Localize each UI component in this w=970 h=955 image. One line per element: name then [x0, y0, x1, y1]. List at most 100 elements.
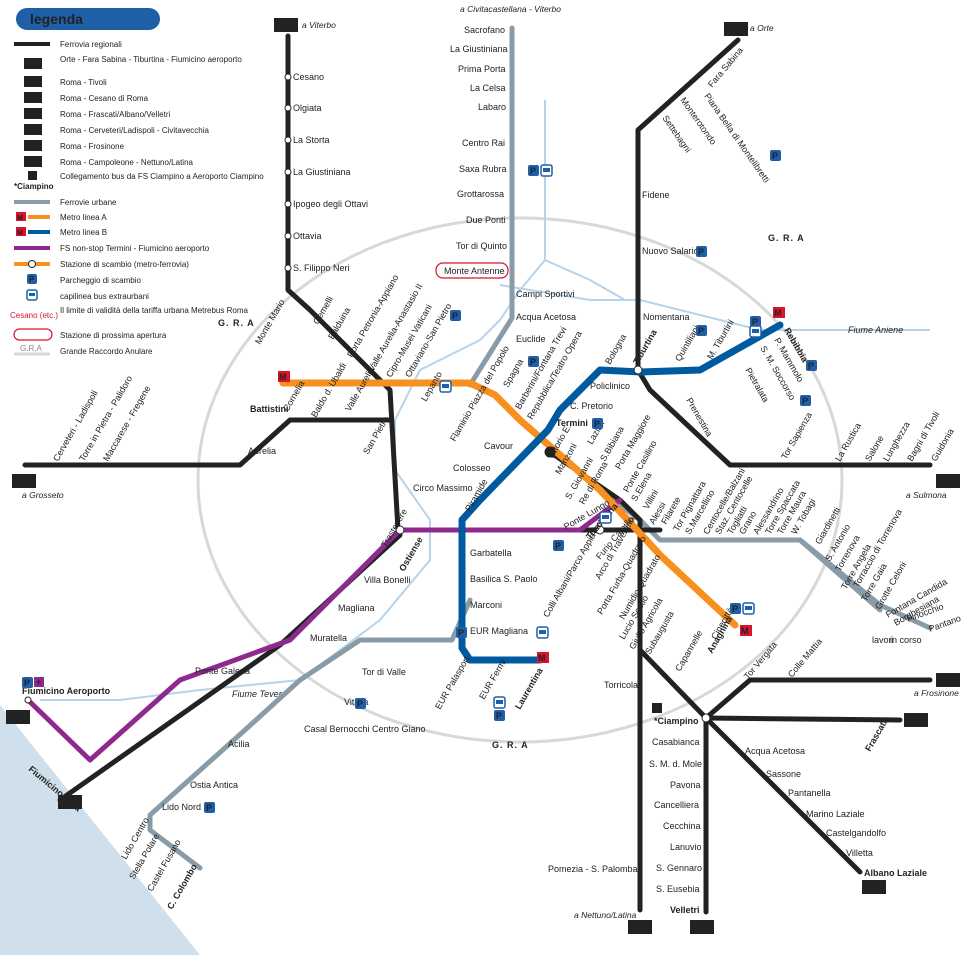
label-policlinico[interactable]: Policlinico — [590, 381, 630, 391]
parking-icon[interactable]: P — [730, 603, 741, 614]
label-villetta[interactable]: Villetta — [846, 848, 873, 858]
label-laurentina[interactable]: Laurentina — [513, 665, 545, 711]
label-pomezia[interactable]: Pomezia - S. Palomba — [548, 864, 638, 874]
badge-fr4-albano[interactable]: FR4 — [862, 880, 886, 894]
label-pontegaleria[interactable]: Ponte Galeria — [195, 666, 250, 676]
badge-fr2[interactable]: FR2 — [936, 474, 960, 488]
label-circomassimo[interactable]: Circo Massimo — [413, 483, 473, 493]
label-eurfermi[interactable]: EUR Fermi — [477, 657, 508, 701]
label-ostiense[interactable]: Ostiense — [397, 535, 425, 573]
label-lanuvio[interactable]: Lanuvio — [670, 842, 702, 852]
label-bologna[interactable]: Bologna — [603, 332, 628, 366]
parking-icon[interactable]: P — [204, 802, 215, 813]
label-settebagni[interactable]: Settebagni — [660, 113, 693, 154]
dot-sfilippo[interactable] — [284, 264, 292, 272]
label-torquinto[interactable]: Tor di Quinto — [456, 241, 507, 251]
parking-icon[interactable]: P — [696, 325, 707, 336]
parking-icon[interactable]: P — [528, 165, 539, 176]
badge-fr3-north[interactable]: FR3 — [274, 18, 298, 32]
parking-icon[interactable]: P — [806, 360, 817, 371]
label-castelgandolfo[interactable]: Castelgandolfo — [826, 828, 886, 838]
bus-terminal-icon[interactable] — [536, 626, 549, 639]
badge-fr7[interactable]: FR7 — [628, 920, 652, 934]
metro-a-icon[interactable]: M — [740, 625, 752, 636]
parking-icon[interactable]: P — [494, 710, 505, 721]
label-garbatella[interactable]: Garbatella — [470, 548, 512, 558]
badge-fr1-fiumicino-citta[interactable]: FR1 — [58, 795, 82, 809]
label-aurelia[interactable]: Aurelia — [248, 446, 276, 456]
metro-b-icon[interactable]: M — [773, 307, 785, 318]
label-flaminio[interactable]: Flaminio Piazza del Popolo — [448, 344, 511, 443]
dot-ipogeo[interactable] — [284, 200, 292, 208]
dot-fiumicino-aeroporto[interactable] — [24, 696, 32, 704]
dot-lagiustiniana[interactable] — [284, 168, 292, 176]
dot-termini[interactable] — [544, 446, 556, 458]
label-pietralata[interactable]: Pietralata — [743, 366, 771, 404]
label-basilica[interactable]: Basilica S. Paolo — [470, 574, 538, 584]
label-torricola[interactable]: Torricola — [604, 680, 638, 690]
label-villabonelli[interactable]: Villa Bonelli — [364, 575, 410, 585]
label-prenestina[interactable]: Prenestina — [684, 396, 714, 438]
label-acilia[interactable]: Acilia — [228, 739, 250, 749]
parking-icon[interactable]: P — [800, 395, 811, 406]
metro-a-icon[interactable]: M — [278, 371, 290, 382]
label-muratella[interactable]: Muratella — [310, 633, 347, 643]
parking-icon[interactable]: P — [355, 698, 366, 709]
dot-ottavia[interactable] — [284, 232, 292, 240]
badge-fr4-frascati[interactable]: FR4 — [904, 713, 928, 727]
label-ostiaantica[interactable]: Ostia Antica — [190, 780, 238, 790]
label-velletri[interactable]: Velletri — [670, 905, 700, 915]
dot-ostiense[interactable] — [395, 525, 405, 535]
label-fiumicinoaeroporto[interactable]: Fiumicino Aeroporto — [22, 686, 111, 696]
label-lagiustiniana-fl[interactable]: La Giustiniana — [450, 44, 508, 54]
label-pantano[interactable]: Pantano — [927, 613, 962, 634]
label-smdmole[interactable]: S. M. d. Mole — [649, 759, 702, 769]
parking-icon[interactable]: P — [592, 418, 603, 429]
label-sgennaro[interactable]: S. Gennaro — [656, 863, 702, 873]
badge-fr5[interactable]: FR5 — [12, 474, 36, 488]
label-centrorai[interactable]: Centro Rai — [462, 138, 505, 148]
fiumicino-bus-icon[interactable]: + — [34, 677, 44, 687]
label-acquaacetosa-fr4[interactable]: Acqua Acetosa — [745, 746, 805, 756]
label-magliana[interactable]: Magliana — [338, 603, 375, 613]
label-labaro[interactable]: Labaro — [478, 102, 506, 112]
bus-terminal-icon[interactable] — [540, 164, 553, 177]
parking-icon[interactable]: P — [22, 677, 33, 688]
label-olgiata[interactable]: Olgiata — [293, 103, 322, 113]
label-pantanella[interactable]: Pantanella — [788, 788, 831, 798]
dot-tuscolana[interactable] — [595, 525, 605, 535]
label-cecchina[interactable]: Cecchina — [663, 821, 701, 831]
bus-terminal-icon[interactable] — [599, 511, 612, 524]
label-collemattia[interactable]: Colle Mattia — [786, 636, 824, 679]
label-spagna[interactable]: Spagna — [501, 357, 525, 389]
label-montemario[interactable]: Monte Mario — [253, 298, 287, 346]
dot-tiburtina[interactable] — [633, 365, 643, 375]
dot-lastorta[interactable] — [284, 136, 292, 144]
label-monteantenne[interactable]: Monte Antenne — [444, 266, 505, 276]
dot-ciampino[interactable] — [701, 713, 711, 723]
label-eurpalasport[interactable]: EUR Palasport — [433, 654, 472, 711]
label-grottarossa[interactable]: Grottarossa — [457, 189, 504, 199]
parking-icon[interactable]: P — [450, 310, 461, 321]
label-eurmagliana[interactable]: EUR Magliana — [470, 626, 528, 636]
parking-icon[interactable]: P — [770, 150, 781, 161]
parking-icon[interactable]: P — [456, 627, 467, 638]
label-primaporta[interactable]: Prima Porta — [458, 64, 506, 74]
bus-terminal-icon[interactable] — [493, 696, 506, 709]
parking-icon[interactable]: P — [553, 540, 564, 551]
label-cerveteri[interactable]: Cerveteri - Ladispoli — [51, 389, 100, 463]
badge-fr1-fiumicino-airport[interactable]: FR1 — [6, 710, 30, 724]
label-guidonia[interactable]: Guidonia — [929, 427, 956, 463]
metro-b-icon[interactable]: M — [537, 652, 549, 663]
label-saxarubra[interactable]: Saxa Rubra — [459, 164, 507, 174]
label-acquaacetosa-fl[interactable]: Acqua Acetosa — [516, 312, 576, 322]
label-battistini[interactable]: Battistini — [250, 404, 289, 414]
label-sacrofano[interactable]: Sacrofano — [464, 25, 505, 35]
label-dueponti[interactable]: Due Ponti — [466, 215, 506, 225]
label-tordivalle[interactable]: Tor di Valle — [362, 667, 406, 677]
label-termini[interactable]: Termini — [556, 418, 588, 428]
bus-terminal-icon[interactable] — [742, 602, 755, 615]
label-maccarese[interactable]: Maccarese - Fregene — [101, 384, 152, 463]
label-cpretorio[interactable]: C. Pretorio — [570, 401, 613, 411]
label-sfilipponeri[interactable]: S. Filippo Neri — [293, 263, 350, 273]
